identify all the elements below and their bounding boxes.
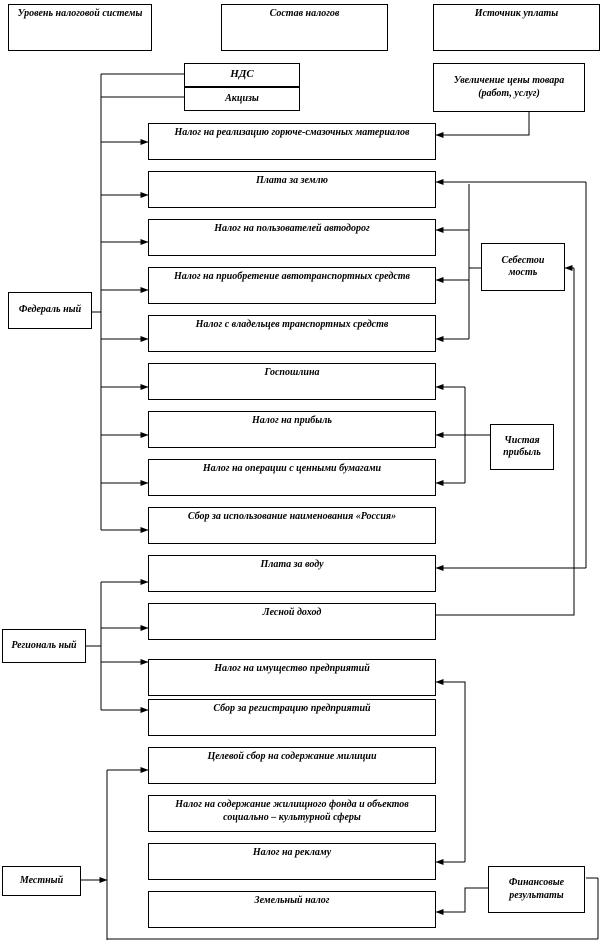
tax-water-fee: Плата за воду xyxy=(148,555,436,592)
tax-registration-text: Сбор за регистрацию предприятий xyxy=(213,703,371,714)
tax-vat: НДС xyxy=(184,63,300,87)
finres-land-arrow xyxy=(435,887,488,915)
level-regional: Региональ ный xyxy=(2,629,86,663)
tax-housing-fund: Налог на содержание жилищного фонда и об… xyxy=(148,795,436,832)
source-net-profit: Чистая прибыль xyxy=(490,424,554,470)
tax-fuel-sales-text: Налог на реализацию горюче-смазочных мат… xyxy=(174,127,410,138)
tax-state-duty-text: Госпошлина xyxy=(264,367,320,378)
tax-militia-text: Целевой сбор на содержание милиции xyxy=(207,751,377,762)
source-cost-text: Себестои мость xyxy=(501,254,545,279)
price-to-fuel-arrow xyxy=(435,112,530,138)
tax-vehicle-owners-text: Налог с владельцев транспортных средств xyxy=(195,319,389,330)
tax-land-fee: Плата за землю xyxy=(148,171,436,208)
netprofit-arrows xyxy=(435,384,465,486)
tax-forest-income: Лесной доход xyxy=(148,603,436,640)
source-price-increase: Увеличение цены товара (работ, услуг) xyxy=(433,63,585,112)
finres-property-arrow xyxy=(435,679,466,808)
tax-land-fee-text: Плата за землю xyxy=(256,175,328,186)
tax-land-tax: Земельный налог xyxy=(148,891,436,928)
tax-vehicle-owners: Налог с владельцев транспортных средств xyxy=(148,315,436,352)
level-local: Местный xyxy=(2,866,81,896)
header-source: Источник уплаты xyxy=(433,4,600,51)
tax-vehicle-purchase-text: Налог на приобретение автотранспортных с… xyxy=(173,271,411,282)
tax-vehicle-purchase: Налог на приобретение автотранспортных с… xyxy=(148,267,436,304)
tax-russia-name: Сбор за использование наименования «Росс… xyxy=(148,507,436,544)
regional-arrows xyxy=(101,579,149,713)
tax-securities-text: Налог на операции с ценными бумагами xyxy=(202,463,382,474)
federal-arrows xyxy=(101,139,149,533)
tax-vat-text: НДС xyxy=(230,68,254,81)
cost-forest-line xyxy=(436,268,575,616)
tax-securities: Налог на операции с ценными бумагами xyxy=(148,459,436,496)
source-price-increase-text: Увеличение цены товара (работ, услуг) xyxy=(453,75,565,99)
tax-militia: Целевой сбор на содержание милиции xyxy=(148,747,436,784)
tax-road-users-text: Налог на пользователей автодорог xyxy=(214,223,370,234)
tax-russia-name-text: Сбор за использование наименования «Росс… xyxy=(187,511,397,522)
tax-forest-income-text: Лесной доход xyxy=(262,607,322,618)
tax-road-users: Налог на пользователей автодорог xyxy=(148,219,436,256)
level-regional-text: Региональ ный xyxy=(11,639,77,651)
source-financial-results-text: Финансовые результаты xyxy=(508,877,565,901)
header-level-text: Уровень налоговой системы xyxy=(17,8,143,19)
tax-fuel-sales: Налог на реализацию горюче-смазочных мат… xyxy=(148,123,436,160)
source-net-profit-text: Чистая прибыль xyxy=(503,434,541,459)
tax-state-duty: Госпошлина xyxy=(148,363,436,400)
tax-profit-text: Налог на прибыль xyxy=(252,415,332,426)
tax-excise-text: Акцизы xyxy=(225,92,259,104)
tax-registration: Сбор за регистрацию предприятий xyxy=(148,699,436,736)
tax-land-tax-text: Земельный налог xyxy=(254,895,330,906)
tax-housing-fund-text: Налог на содержание жилищного фонда и об… xyxy=(175,799,409,823)
header-composition: Состав налогов xyxy=(221,4,388,51)
header-composition-text: Состав налогов xyxy=(269,8,340,19)
level-local-text: Местный xyxy=(19,874,64,886)
tax-profit: Налог на прибыль xyxy=(148,411,436,448)
tax-excise: Акцизы xyxy=(184,87,300,111)
tax-advertising-text: Налог на рекламу xyxy=(252,847,332,858)
cost-arrows xyxy=(435,227,469,342)
source-cost: Себестои мость xyxy=(481,243,565,291)
tax-water-fee-text: Плата за воду xyxy=(260,559,324,570)
tax-advertising: Налог на рекламу xyxy=(148,843,436,880)
level-federal-text: Федераль ный xyxy=(18,304,82,316)
source-financial-results: Финансовые результаты xyxy=(488,866,585,913)
level-federal: Федераль ный xyxy=(8,292,92,329)
tax-property-text: Налог на имущество предприятий xyxy=(214,663,370,674)
tax-property: Налог на имущество предприятий xyxy=(148,659,436,696)
header-level: Уровень налоговой системы xyxy=(8,4,152,51)
header-source-text: Источник уплаты xyxy=(474,8,559,19)
